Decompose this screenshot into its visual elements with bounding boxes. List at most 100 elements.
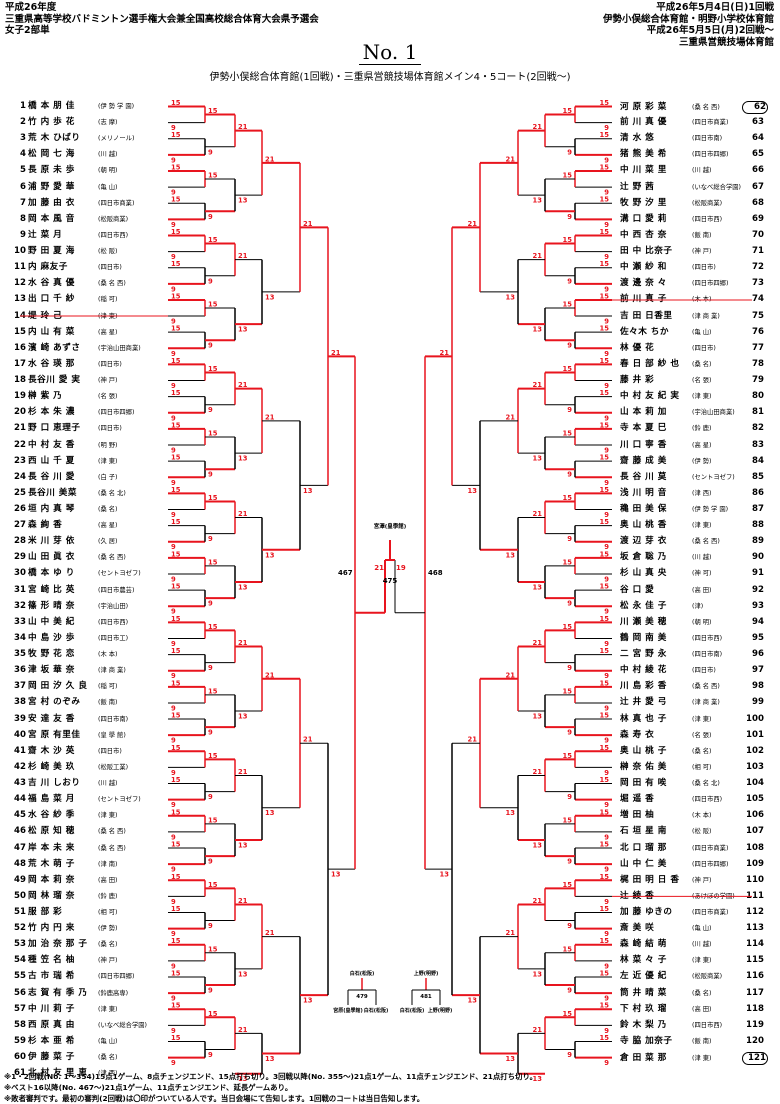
player-name: 加 藤 由 衣 [28,197,75,208]
player-row: 佐々木 ちか(亀 山)76 [620,327,764,338]
player-name: 杉 本 朱 濃 [28,407,75,418]
score-label: 15 [563,494,573,502]
player-name: 前 川 真 子 [620,294,667,305]
score-label: 9 [604,156,609,164]
score-label: 21 [533,897,543,905]
player-row: 春 日 部 紗 也(桑 名)78 [620,359,764,370]
player-name: 岸 本 未 来 [28,842,75,853]
score-label: 15 [171,583,181,591]
small-table-match: 479 [356,994,368,1000]
player-name: 竹 内 歩 花 [28,117,75,128]
score-label: 15 [600,841,610,849]
score-label: 9 [567,987,572,995]
score-label: 9 [567,664,572,672]
score-label: 9 [171,704,176,712]
player-row: 坂 倉 聡 乃(川 越)90 [620,552,764,563]
score-label: 13 [238,713,248,721]
score-label: 9 [208,277,213,285]
player-number: 41 [14,745,26,756]
player-school: (四日市工) [98,634,129,642]
player-number: 103 [746,761,764,772]
player-number: 5 [20,165,26,176]
player-row: 牧 野 汐 里(松阪商業)68 [620,198,764,209]
score-label: 21 [533,381,543,389]
player-school: (津 東) [98,1005,118,1013]
score-label: 13 [506,809,516,817]
player-number: 49 [14,874,26,885]
player-row: 増 田 柚(木 本)106 [620,810,764,821]
player-name: 荒 木 萌 子 [28,858,75,869]
score-label: 15 [600,260,610,268]
score-label: 15 [208,945,218,953]
score-label: 15 [171,292,181,300]
player-name: 伊 藤 菜 子 [28,1052,75,1063]
player-name: 西 原 真 由 [28,1019,75,1030]
player-school: (川 越) [692,167,712,175]
score-label: 15 [563,301,573,309]
score-label: 9 [604,833,609,841]
player-school: (津 西) [98,1070,118,1078]
score-label: 9 [171,866,176,874]
player-name: 佐々木 ちか [620,326,669,337]
player-number: 56 [14,987,26,998]
score-label: 21 [506,929,516,937]
score-label: 15 [208,494,218,502]
player-name: 寺 本 夏 巳 [620,423,667,434]
score-label: 15 [563,429,573,437]
player-name: 辻 野 茜 [620,181,655,192]
player-number: 105 [746,794,764,805]
player-number: 80 [752,391,764,402]
score-label: 9 [171,253,176,261]
score-label: 15 [208,558,218,566]
player-school: (桑 名 西) [98,828,126,836]
score-label: 13 [533,841,543,849]
player-number: 90 [752,552,764,563]
player-number: 11 [14,262,26,273]
score-label: 9 [604,511,609,519]
player-row: 梶 田 明 日 香(神 戸)110 [620,875,764,886]
score-label: 9 [567,535,572,543]
player-school: (神 可) [692,570,712,578]
player-number: 40 [14,729,26,740]
player-number: 50 [14,890,26,901]
player-number: 43 [14,778,26,789]
score-label: 15 [208,429,218,437]
player-number: 57 [14,1003,26,1014]
player-row: 中 村 友 紀 実(津 東)80 [620,391,764,402]
score-label: 9 [208,1051,213,1059]
player-number: 52 [14,923,26,934]
player-number: 95 [752,632,764,643]
score-label: 13 [440,871,450,879]
player-school: (川 越) [692,941,712,949]
player-school: (飯 南) [692,231,712,239]
header-date-1: 平成26年5月4日(日)1回戦 [656,2,774,13]
player-row: 榊 奈 佑 美(相 可)103 [620,762,764,773]
score-label: 9 [171,898,176,906]
score-label: 15 [600,292,610,300]
player-number: 18 [14,375,26,386]
score-label: 21 [506,413,516,421]
player-number: 51 [14,907,26,917]
player-name: 橋 本 ゆ り [28,568,75,579]
player-school: (桑 名) [98,506,118,513]
player-school: (セントヨゼフ) [98,570,141,578]
player-name: 中 川 菜 里 [620,165,667,176]
score-label: 9 [171,769,176,777]
player-school: (相 可) [692,763,712,771]
player-school: (津 東) [98,812,118,820]
player-row: 堀 遥 香(四日市西)105 [620,794,764,805]
player-number: 13 [14,294,26,305]
player-name: 齋 藤 成 美 [620,455,667,466]
player-name: 濱 崎 あずさ [28,342,81,353]
player-name: 岡 本 風 音 [28,213,75,224]
player-name: 松 原 知 穂 [28,826,75,837]
player-school: (セントヨゼフ) [98,796,141,804]
player-row: 林 真 也 子(津 東)100 [620,714,764,725]
